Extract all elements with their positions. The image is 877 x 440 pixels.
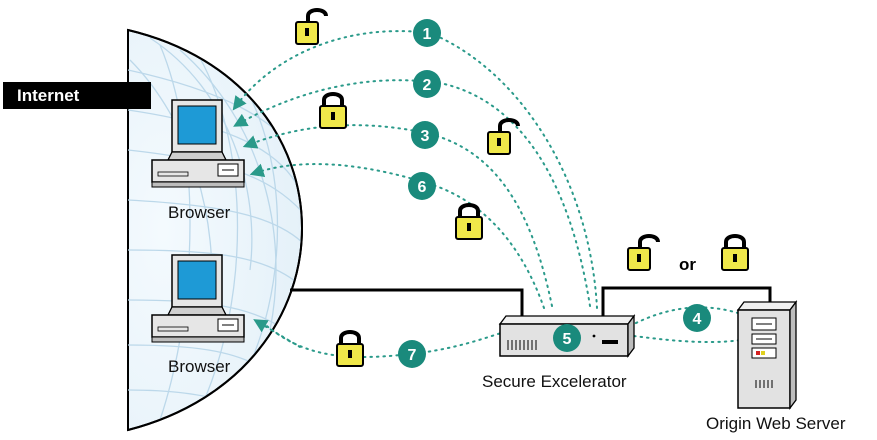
network-line-server — [601, 286, 772, 318]
step-number: 5 — [563, 331, 572, 348]
browser-label-top: Browser — [168, 203, 231, 222]
step-number: 1 — [423, 26, 432, 43]
step-number: 3 — [421, 128, 430, 145]
computer-icon — [151, 254, 245, 343]
step-number: 2 — [423, 77, 432, 94]
step-badge-2: 2 — [413, 70, 441, 98]
padlock-closed-icon — [455, 203, 483, 240]
padlock-closed-icon — [721, 234, 749, 271]
or-label: or — [679, 255, 696, 274]
origin-web-server-label: Origin Web Server — [706, 414, 846, 433]
step-badge-3: 3 — [411, 121, 439, 149]
step-badge-4: 4 — [683, 304, 711, 332]
step-badge-1: 1 — [413, 19, 441, 47]
padlock-closed-icon — [336, 330, 364, 367]
browser-label-bottom: Browser — [168, 357, 231, 376]
padlock-closed-icon — [319, 92, 347, 129]
path-step-2 — [233, 79, 591, 307]
network-line-internet — [290, 288, 524, 318]
step-badge-7: 7 — [398, 340, 426, 368]
step-number: 7 — [408, 347, 417, 364]
padlock-open-icon — [295, 8, 328, 45]
computer-icon — [151, 99, 245, 188]
padlock-open-icon — [627, 234, 660, 271]
server-tower-icon — [736, 300, 798, 410]
path-step-7b — [253, 319, 301, 348]
path-step-4b — [633, 335, 753, 344]
internet-label: Internet — [3, 82, 151, 109]
step-number: 6 — [418, 179, 427, 196]
secure-excelerator-label: Secure Excelerator — [482, 372, 627, 391]
step-badge-6: 6 — [408, 172, 436, 200]
step-number: 4 — [693, 311, 702, 328]
step-badge-5: 5 — [553, 324, 581, 352]
padlock-open-icon — [487, 118, 520, 155]
path-step-7 — [261, 321, 516, 359]
